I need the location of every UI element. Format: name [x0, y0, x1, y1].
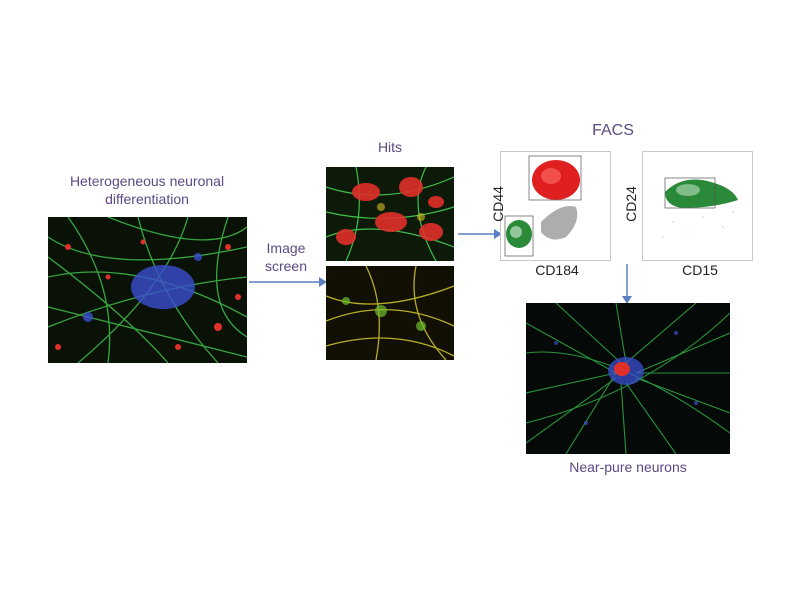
arrow-to-hits: [249, 277, 327, 287]
x-axis-label-cd184: CD184: [535, 262, 579, 278]
near-pure-neurons-image: [526, 303, 730, 454]
y-axis-label-cd44: CD44: [490, 186, 506, 222]
facs-plot-cd44-cd184: [500, 151, 611, 261]
arrow-to-facs: [458, 229, 502, 239]
hits-image-top: [326, 167, 454, 261]
facs-plot-cd24-cd15: [642, 151, 753, 261]
image-screen-label: Image screen: [264, 240, 308, 274]
near-pure-neurons-label: Near-pure neurons: [569, 459, 687, 475]
y-axis-label-cd24: CD24: [623, 186, 639, 222]
heterogeneous-culture-image: [48, 217, 247, 363]
heterogeneous-label: Heterogeneous neuronal differentiation: [69, 173, 225, 207]
facs-label: FACS: [592, 122, 634, 139]
hits-label: Hits: [377, 139, 403, 155]
x-axis-label-cd15: CD15: [682, 262, 718, 278]
arrow-to-neurons: [622, 264, 632, 304]
hits-image-bottom: [326, 266, 454, 360]
